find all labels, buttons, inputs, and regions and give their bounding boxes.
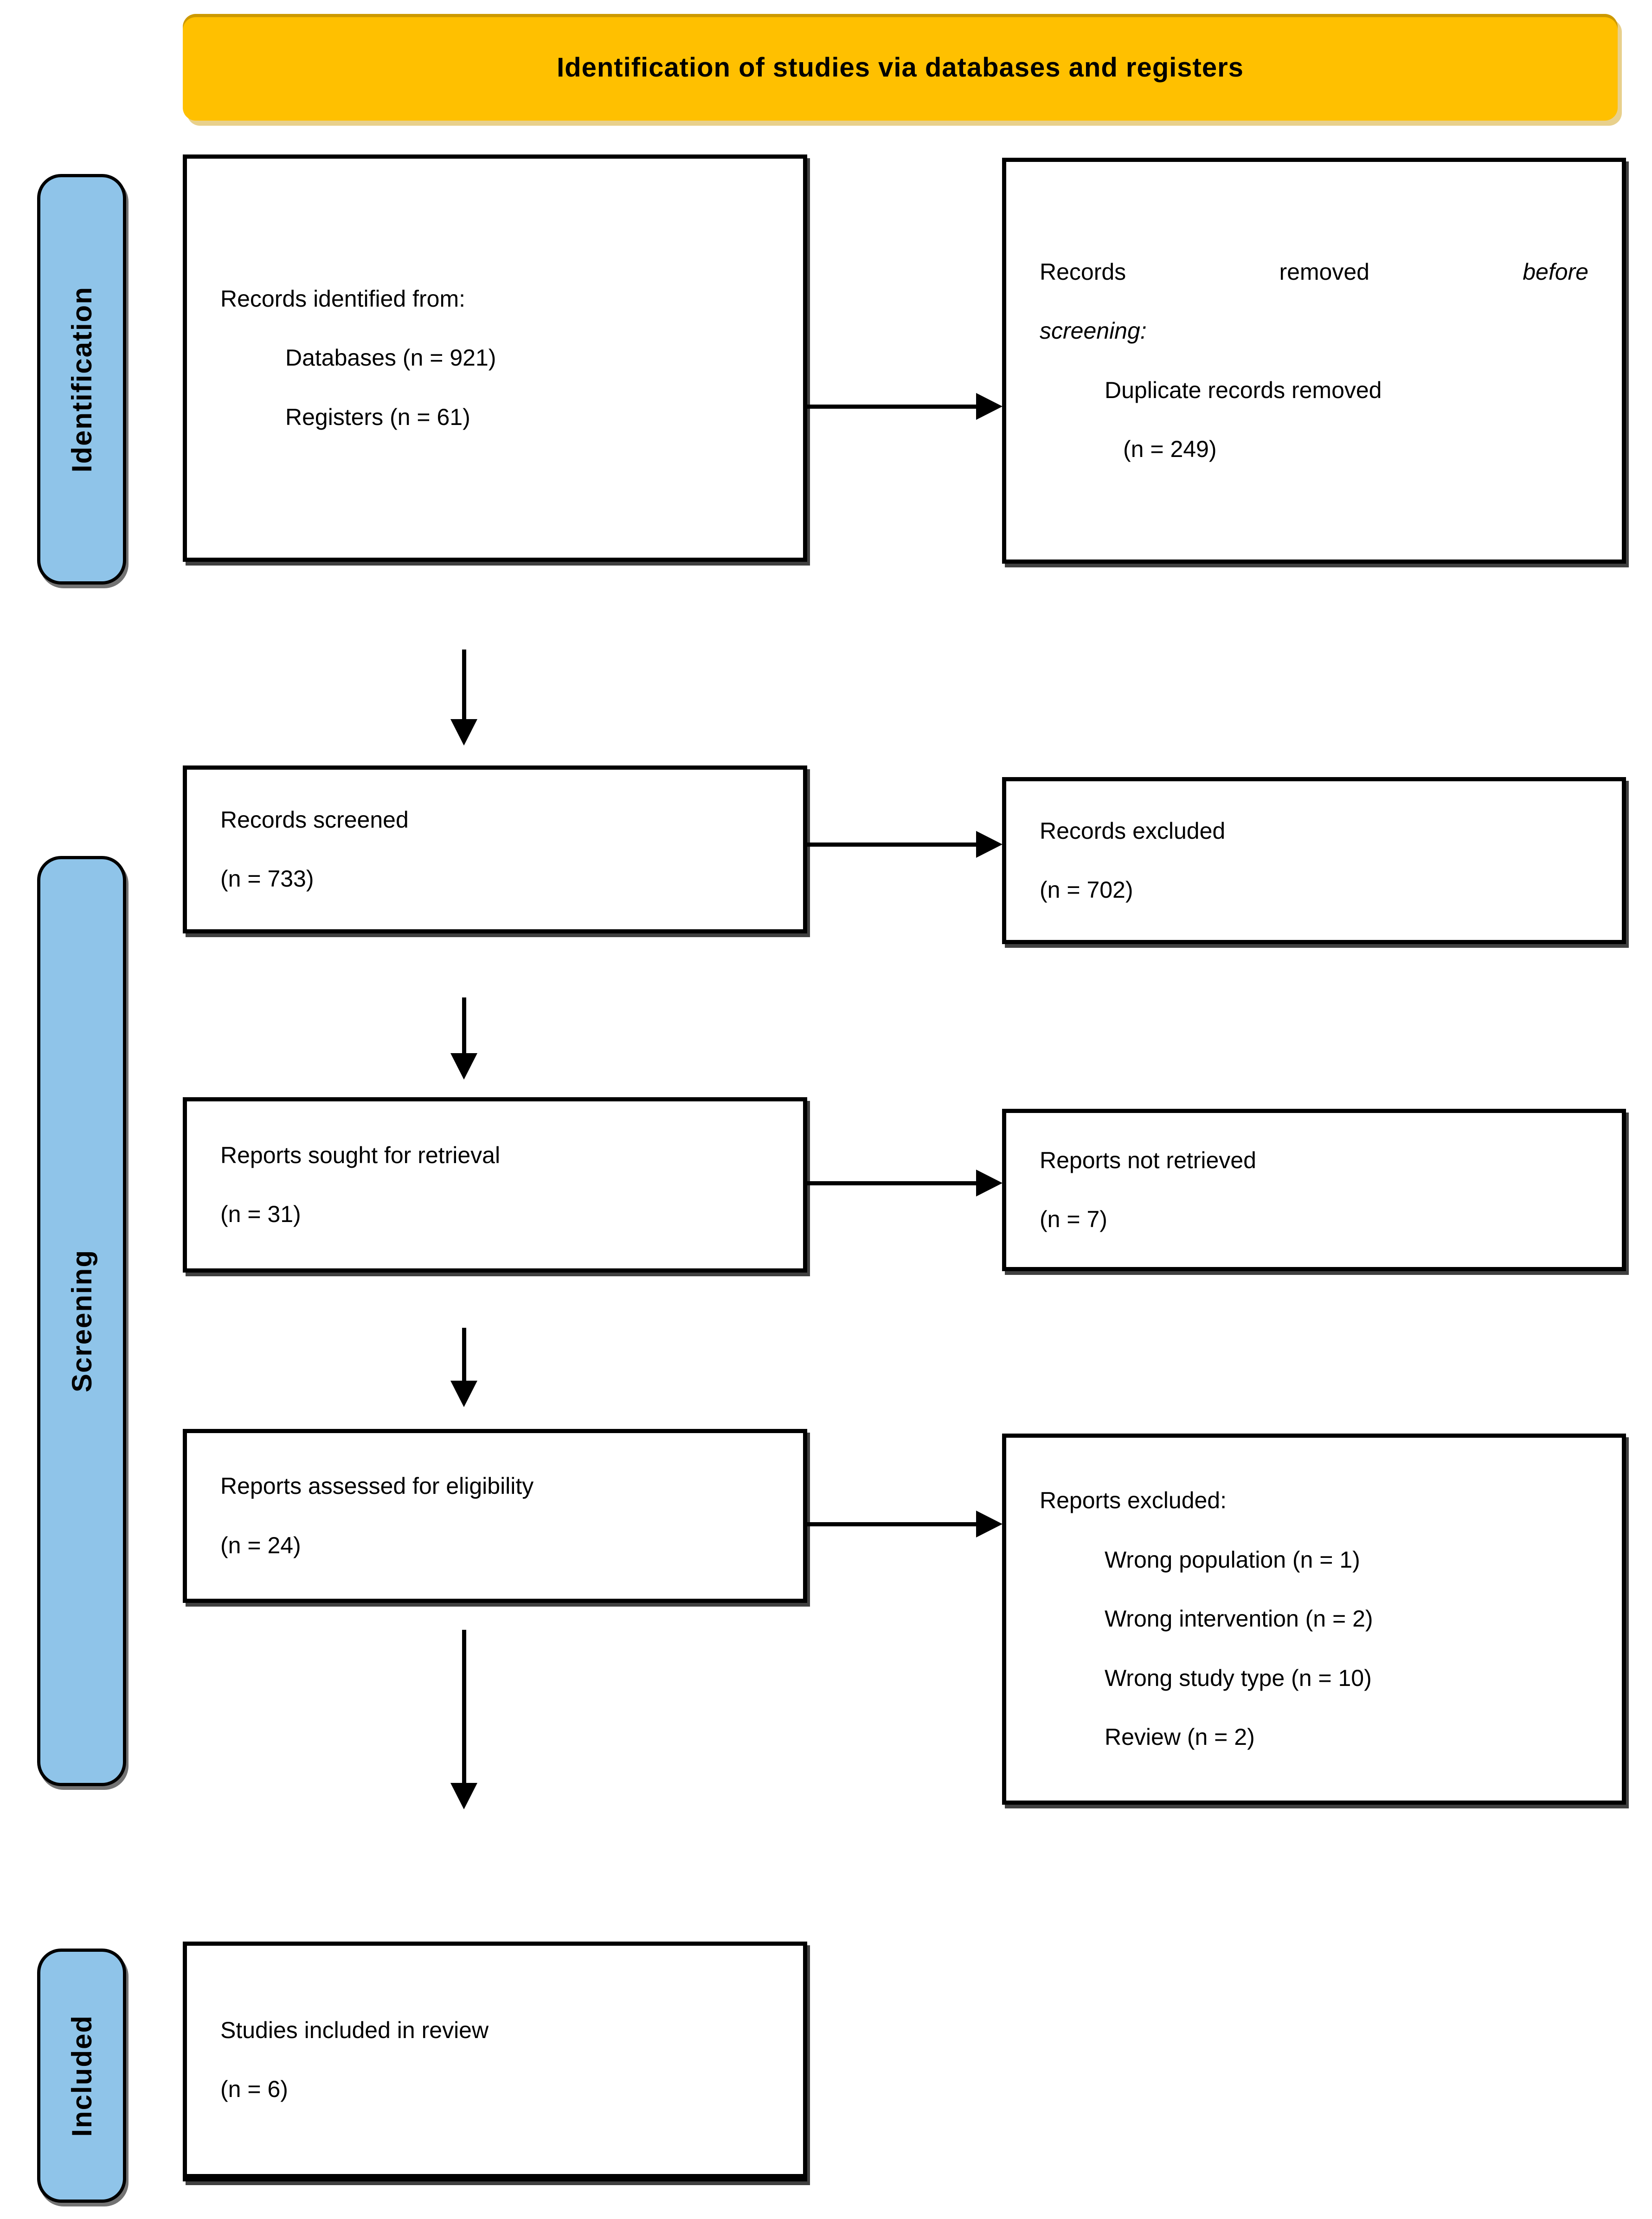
arrow-head — [976, 831, 1003, 858]
stage-label-included: Included — [37, 1949, 126, 2203]
box-reports-assessed: Reports assessed for eligibility (n = 24… — [183, 1429, 807, 1603]
box-line: Studies included in review — [220, 2017, 489, 2043]
box-reason: Wrong intervention (n = 2) — [1105, 1606, 1373, 1632]
banner-title: Identification of studies via databases … — [557, 52, 1244, 83]
box-records-excluded: Records excluded (n = 702) — [1002, 777, 1626, 944]
box-title-word: before — [1523, 258, 1588, 285]
stage-label-screening: Screening — [37, 856, 126, 1786]
arrow-head — [450, 1053, 477, 1080]
box-item: (n = 249) — [1123, 436, 1217, 462]
box-records-identified: Records identified from: Databases (n = … — [183, 154, 807, 562]
stage-label-included-text: Included — [66, 2014, 97, 2137]
box-line: (n = 733) — [220, 866, 314, 892]
box-line: Records screened — [220, 806, 409, 833]
box-title-row: Records removed before — [1006, 243, 1622, 302]
box-records-removed-before-screening: Records removed before screening: Duplic… — [1002, 158, 1626, 564]
box-line: Reports sought for retrieval — [220, 1142, 501, 1168]
arrow-head — [976, 393, 1003, 420]
box-reason: Wrong study type (n = 10) — [1105, 1665, 1372, 1691]
box-line: Reports assessed for eligibility — [220, 1473, 534, 1499]
arrow-head — [450, 719, 477, 746]
stage-label-identification: Identification — [37, 174, 126, 585]
arrow-head — [976, 1511, 1003, 1537]
arrow-shaft — [807, 405, 980, 409]
arrow-head — [450, 1381, 477, 1407]
box-line: (n = 7) — [1040, 1206, 1107, 1232]
arrow-shaft — [462, 1630, 466, 1784]
box-title-word: Records — [1040, 258, 1126, 285]
box-line: (n = 31) — [220, 1201, 301, 1227]
box-title-word: removed — [1279, 258, 1369, 285]
stage-label-identification-text: Identification — [66, 286, 97, 473]
box-title: Reports excluded: — [1040, 1487, 1227, 1514]
box-item: Registers (n = 61) — [285, 404, 470, 430]
box-reports-not-retrieved: Reports not retrieved (n = 7) — [1002, 1109, 1626, 1271]
box-line: (n = 6) — [220, 2076, 288, 2102]
arrow-shaft — [462, 997, 466, 1054]
box-reason: Review (n = 2) — [1105, 1724, 1255, 1750]
box-studies-included: Studies included in review (n = 6) — [183, 1942, 807, 2181]
arrow-shaft — [807, 843, 980, 847]
banner: Identification of studies via databases … — [183, 14, 1618, 121]
box-title: Records identified from: — [220, 285, 466, 312]
box-line: (n = 24) — [220, 1532, 301, 1558]
box-item: Duplicate records removed — [1105, 377, 1382, 403]
arrow-shaft — [462, 650, 466, 720]
arrow-shaft — [462, 1328, 466, 1382]
stage-label-screening-text: Screening — [66, 1249, 97, 1393]
box-reports-excluded: Reports excluded: Wrong population (n = … — [1002, 1434, 1626, 1805]
box-reason: Wrong population (n = 1) — [1105, 1546, 1360, 1573]
arrow-head — [450, 1783, 477, 1809]
arrow-head — [976, 1170, 1003, 1196]
box-title-line2: screening: — [1040, 318, 1147, 344]
arrow-shaft — [807, 1522, 980, 1526]
box-item: Databases (n = 921) — [285, 345, 496, 371]
box-line: (n = 702) — [1040, 877, 1133, 903]
box-line: Reports not retrieved — [1040, 1147, 1256, 1173]
box-records-screened: Records screened (n = 733) — [183, 765, 807, 933]
box-reports-sought: Reports sought for retrieval (n = 31) — [183, 1097, 807, 1273]
box-line: Records excluded — [1040, 817, 1226, 844]
arrow-shaft — [807, 1181, 980, 1185]
